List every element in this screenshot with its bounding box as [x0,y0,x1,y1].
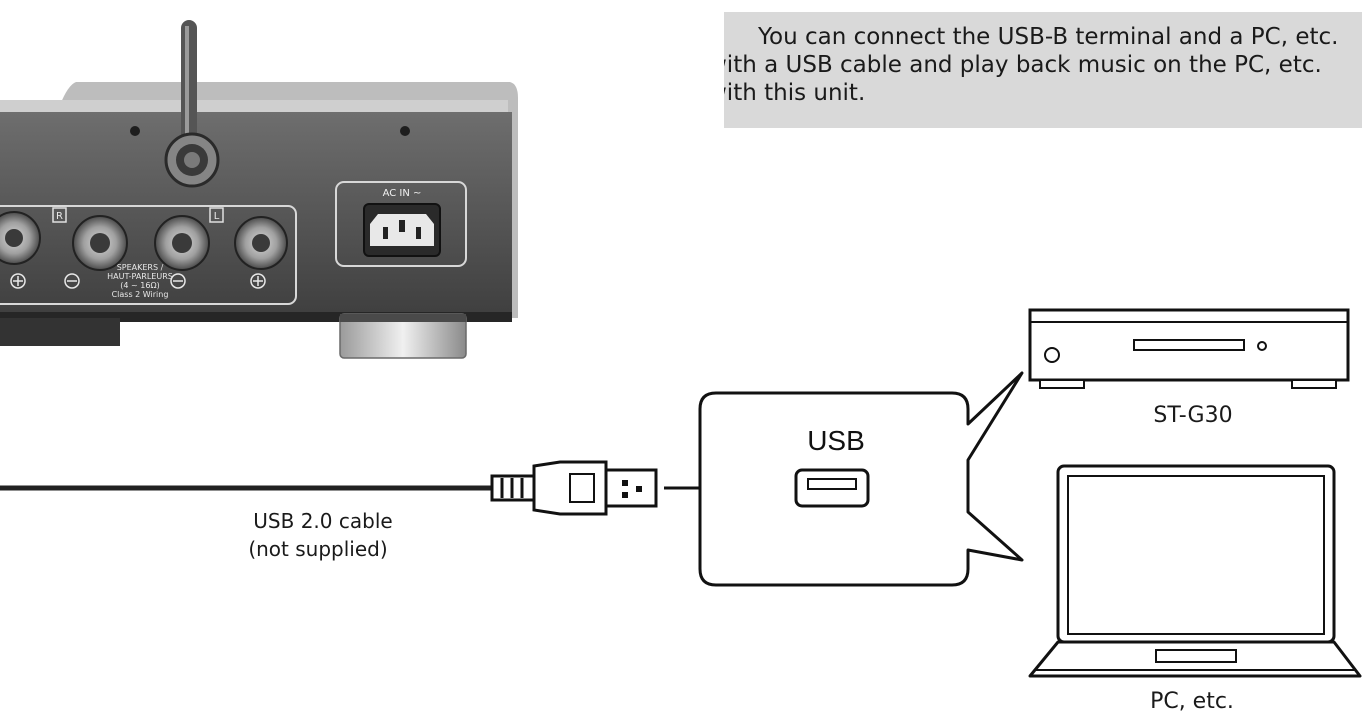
usb-port-icon [794,468,870,508]
plus-polarity-icon [253,276,263,286]
amplifier-rear-panel: R L SPEAKERS / HAUT-PARLEURS (4 ~ 16Ω) C… [0,20,518,359]
pc-label: PC, etc. [1150,689,1234,714]
player-label: ST-G30 [1153,403,1232,428]
channel-badge-right: R [52,207,67,223]
usb-plug-icon [490,460,658,516]
speaker-terminal-block [0,205,297,305]
amplifier-base-left [0,318,120,346]
svg-text:L: L [214,211,220,222]
speaker-terminal-icon [0,211,41,265]
instruction-note: You can connect the USB-B terminal and a… [724,12,1362,128]
note-line-2: with a USB cable and play back music on … [724,52,1322,78]
usb-cable [0,460,658,516]
speaker-terminal-icon [72,215,128,271]
minus-polarity-icon [64,273,80,289]
svg-text:HAUT-PARLEURS: HAUT-PARLEURS [107,272,173,281]
speaker-terminal-label: SPEAKERS / HAUT-PARLEURS (4 ~ 16Ω) Class… [107,263,173,299]
svg-text:SPEAKERS /: SPEAKERS / [117,263,164,272]
svg-text:R: R [56,211,63,222]
note-line-3: with this unit. [724,80,866,106]
panel-screw-left [130,126,140,136]
laptop-icon [1028,464,1362,678]
speaker-terminal-icon [154,215,210,271]
plus-polarity-icon [10,273,26,289]
channel-badge-left: L [209,207,224,223]
amplifier-foot [339,313,467,359]
antenna-icon [164,20,220,188]
ac-in-label: AC IN ~ [383,188,422,199]
note-line-1: You can connect the USB-B terminal and a… [758,24,1339,50]
plus-polarity-icon [13,276,23,286]
plus-polarity-icon [250,273,266,289]
ac-inlet-icon [363,203,441,257]
cable-label-line2: (not supplied) [248,537,387,561]
ac-inlet-block [335,181,467,267]
cable-label-line1: USB 2.0 cable [253,509,392,533]
amplifier-bottom-edge [0,312,512,322]
network-player-icon [1028,308,1350,389]
usb-port-callout: USB [698,371,1024,587]
svg-text:Class 2 Wiring: Class 2 Wiring [112,290,169,299]
usb-port-label: USB [807,425,865,456]
minus-polarity-icon [170,273,186,289]
svg-text:(4 ~ 16Ω): (4 ~ 16Ω) [120,281,159,290]
speaker-terminal-icon [234,216,288,270]
panel-screw-right [400,126,410,136]
